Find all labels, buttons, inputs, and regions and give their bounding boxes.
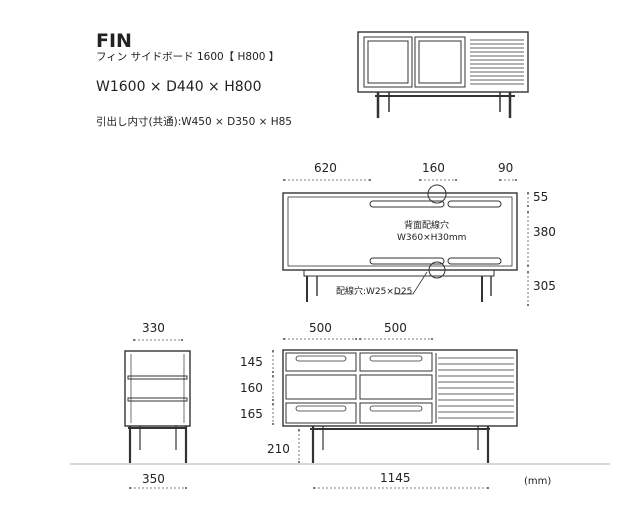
overall-dimensions: W1600 × D440 × H800 <box>96 79 262 95</box>
front-view-drawing <box>282 349 518 463</box>
product-subtitle: フィン サイドボード 1600【 H800 】 <box>96 51 280 63</box>
dim-back-620: 620 <box>314 161 337 175</box>
dim-front-500-left: 500 <box>309 321 332 335</box>
dim-front-165: 165 <box>240 407 263 421</box>
product-title: FIN <box>96 30 132 52</box>
rear-opening-label: 背面配線穴 <box>404 221 450 231</box>
thumbnail-drawing <box>357 31 529 118</box>
dim-front-500-right: 500 <box>384 321 407 335</box>
dimension-lines <box>128 178 530 490</box>
dim-back-55: 55 <box>533 190 549 204</box>
dim-side-330: 330 <box>142 321 165 335</box>
dim-back-380: 380 <box>533 225 556 239</box>
dim-front-145: 145 <box>240 355 263 369</box>
dim-front-1145: 1145 <box>380 471 411 485</box>
unit-label: (mm) <box>524 476 552 487</box>
dim-side-350: 350 <box>142 472 165 486</box>
dim-back-305: 305 <box>533 279 556 293</box>
back-view-drawing <box>282 184 518 302</box>
dim-front-160: 160 <box>240 381 263 395</box>
dim-back-90: 90 <box>498 161 514 175</box>
drawer-inner-dimensions: 引出し内寸(共通):W450 × D350 × H85 <box>96 116 292 128</box>
dim-front-210: 210 <box>267 442 290 456</box>
rear-opening-size: W360×H30mm <box>397 233 467 243</box>
dim-back-160: 160 <box>422 161 445 175</box>
wire-hole-label: 配線穴:W25×D25 <box>336 287 413 297</box>
side-view-drawing <box>124 350 191 463</box>
